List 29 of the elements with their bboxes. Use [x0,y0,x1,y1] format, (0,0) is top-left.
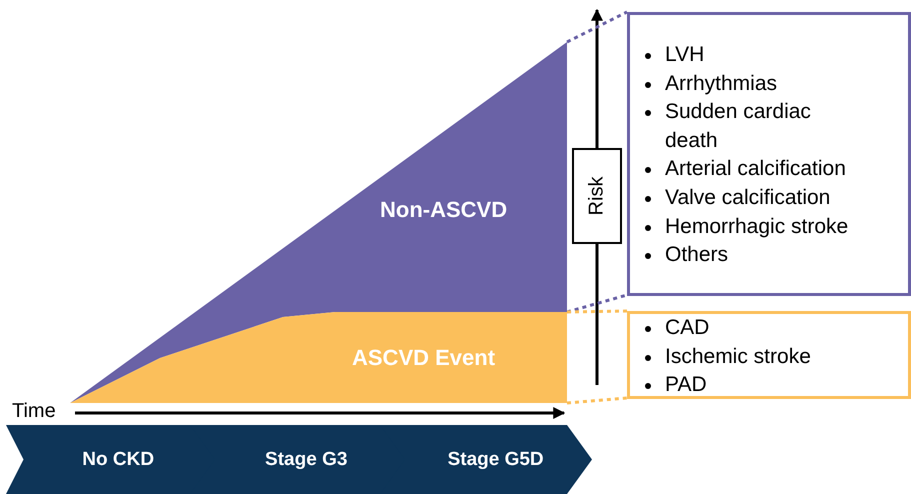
bullet-item: Arrhythmias [643,70,865,98]
bullet-item: LVH [643,41,865,70]
bullet-item: Ischemic stroke [643,342,865,372]
bullet-item: Others [643,241,865,270]
connector-line [566,10,628,44]
connector-line [566,396,628,404]
axis-label: Time [12,400,56,423]
stage-segment [190,425,406,494]
risk-area [70,312,567,403]
connector-line [566,294,628,314]
bullet-item: CAD [643,314,865,343]
stage-label: Stage G5D [448,448,544,470]
stage-label: No CKD [82,448,154,470]
stage-segment [6,425,216,494]
axis-label-box [572,148,622,244]
stage-segment [380,425,592,494]
stage-label: Stage G3 [265,448,348,470]
list-box [627,12,911,296]
area-label: ASCVD Event [352,345,496,371]
bullet-item: PAD [643,371,865,400]
connector-line [566,310,628,314]
bullet-item: Arterial calcification [643,155,865,184]
list-box [627,311,911,399]
area-label: Non-ASCVD [380,197,508,223]
bullet-item: Hemorrhagic stroke [643,212,865,242]
bullet-item: Valve calcification [643,184,865,213]
bullet-item: Sudden cardiac death [643,98,865,156]
risk-area [70,42,567,403]
axis-label: Risk [586,176,608,216]
